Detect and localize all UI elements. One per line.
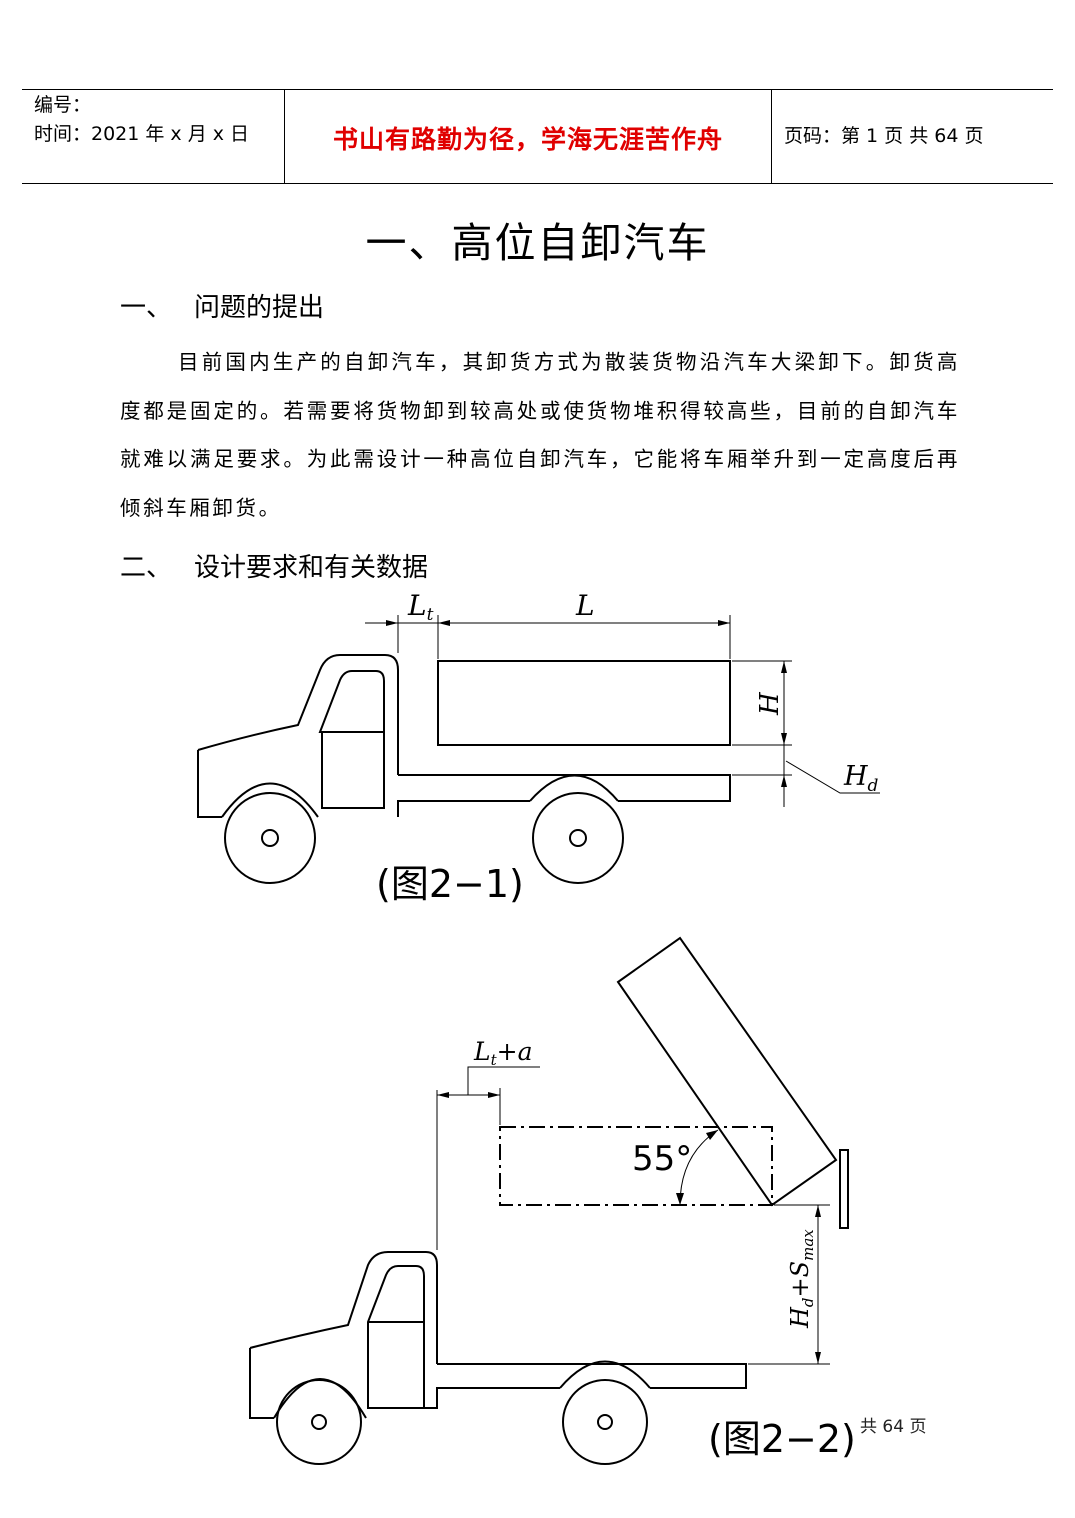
front-wheel bbox=[224, 792, 316, 884]
chassis-frame bbox=[398, 774, 731, 802]
figure-caption: (图2−1) bbox=[376, 862, 524, 906]
arrowhead bbox=[706, 1130, 718, 1140]
arrowhead bbox=[488, 1092, 500, 1098]
section-number: 一、 bbox=[120, 293, 173, 323]
original-box-position bbox=[499, 1126, 773, 1206]
arrowhead bbox=[781, 661, 787, 673]
cab-outline bbox=[197, 654, 399, 775]
angle-label: 55° bbox=[632, 1139, 692, 1179]
body-paragraph: 目前国内生产的自卸汽车，其卸货方式为散装货物沿汽车大梁卸下。卸货高度都是固定的。… bbox=[120, 350, 960, 520]
chassis-lower bbox=[397, 800, 530, 817]
rear-wheel-arch bbox=[529, 774, 619, 802]
figure-truck-side-view: Lt L H Hd (图2−1) bbox=[197, 589, 880, 906]
cargo-box bbox=[437, 660, 731, 746]
section-title: 设计要求和有关数据 bbox=[194, 553, 429, 583]
rear-wheel-arch bbox=[559, 1360, 651, 1389]
cab-front-outline bbox=[197, 750, 222, 818]
cab-outline bbox=[249, 1251, 438, 1364]
motto: 书山有路勤为径，学海无涯苦作舟 bbox=[332, 125, 723, 154]
figure-truck-dumping-view: Lt+a 55° Hd+Smax (图2−2) bbox=[249, 936, 856, 1465]
front-hub bbox=[311, 1414, 327, 1430]
section-heading-1: 一、问题的提出 bbox=[120, 292, 324, 324]
label-Lt: Lt bbox=[407, 589, 434, 625]
arrowhead bbox=[718, 620, 730, 626]
arrowhead bbox=[437, 1092, 449, 1098]
front-hub bbox=[261, 829, 279, 847]
leader-Hd bbox=[785, 760, 880, 794]
chassis-frame bbox=[437, 1363, 747, 1389]
figure-caption: (图2−2) bbox=[708, 1417, 856, 1461]
label-L: L bbox=[575, 589, 595, 622]
arrowhead bbox=[815, 1205, 821, 1217]
label-Lta: Lt+a bbox=[473, 1037, 533, 1069]
header-table: 编号： 时间：2021 年 x 月 x 日 书山有路勤为径，学海无涯苦作舟 页码… bbox=[22, 89, 1053, 184]
arrowhead bbox=[781, 775, 787, 787]
header-right-cell: 页码：第 1 页 共 64 页 bbox=[772, 90, 1053, 183]
rear-wheel bbox=[562, 1379, 648, 1465]
arrowhead bbox=[781, 733, 787, 745]
cab-door bbox=[367, 1265, 425, 1409]
label-Hd: Hd bbox=[843, 761, 879, 796]
tilted-cargo-box bbox=[616, 936, 838, 1207]
label-H: H bbox=[755, 691, 785, 716]
rear-hub bbox=[569, 829, 587, 847]
page-title: 一、高位自卸汽车 bbox=[365, 219, 710, 267]
front-wheel-arch bbox=[221, 782, 319, 818]
number-label: 编号： bbox=[34, 94, 92, 116]
header-center-cell: 书山有路勤为径，学海无涯苦作舟 bbox=[284, 90, 772, 183]
section-heading-2: 二、设计要求和有关数据 bbox=[120, 552, 428, 584]
wall bbox=[839, 1149, 849, 1229]
section-title: 问题的提出 bbox=[194, 293, 325, 323]
section-number: 二、 bbox=[120, 553, 173, 583]
leader-Lta bbox=[467, 1066, 540, 1095]
page-footer: 共 64 页 bbox=[860, 1417, 927, 1437]
date-label: 时间：2021 年 x 月 x 日 bbox=[34, 123, 250, 145]
chassis-lower bbox=[424, 1387, 560, 1409]
arrowhead bbox=[676, 1193, 684, 1205]
cab-front-outline bbox=[249, 1348, 274, 1419]
page-label: 页码：第 1 页 共 64 页 bbox=[784, 125, 984, 147]
arrowhead bbox=[438, 620, 450, 626]
arrowhead bbox=[386, 620, 398, 626]
cab-door bbox=[318, 670, 385, 809]
front-wheel-arch bbox=[273, 1378, 367, 1419]
rear-hub bbox=[597, 1414, 613, 1430]
front-wheel bbox=[276, 1379, 362, 1465]
rear-wheel bbox=[532, 792, 624, 884]
header-left-cell: 编号： 时间：2021 年 x 月 x 日 bbox=[22, 90, 284, 183]
label-Hd-Smax: Hd+Smax bbox=[786, 1229, 817, 1329]
arrowhead bbox=[815, 1352, 821, 1364]
